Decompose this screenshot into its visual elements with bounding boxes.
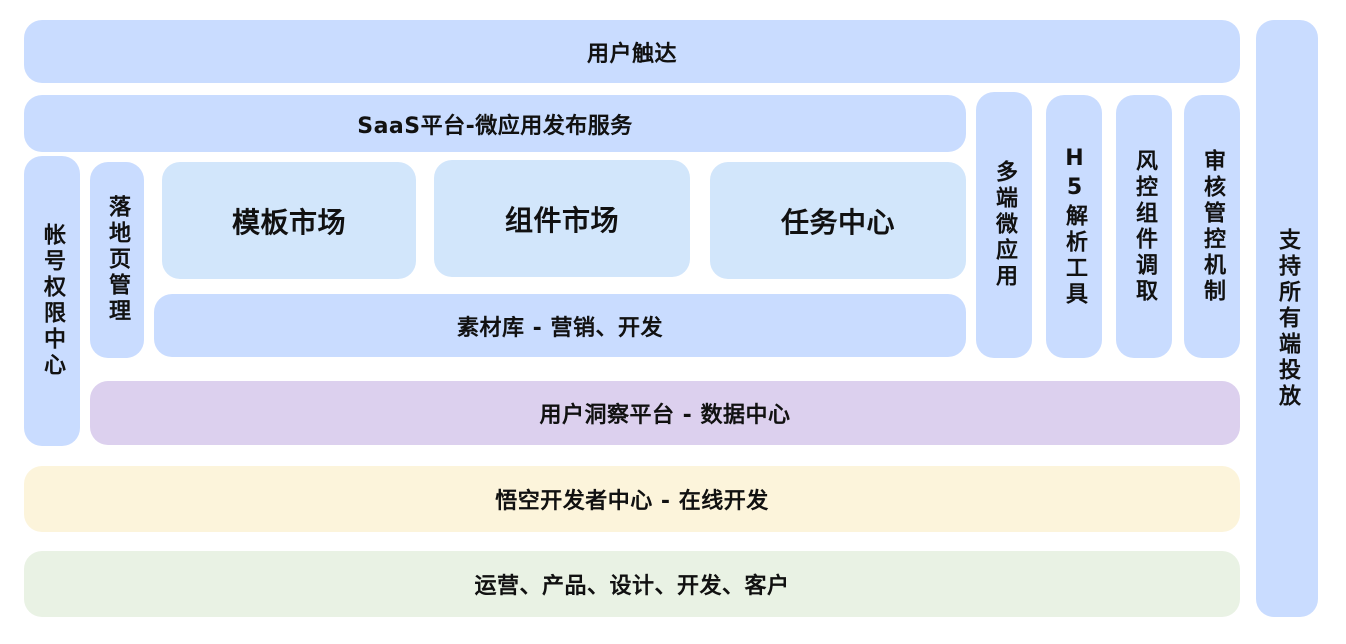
h5-parser-tool-label: H5解析工具: [1062, 145, 1087, 308]
saas-platform-label: SaaS平台-微应用发布服务: [357, 113, 633, 139]
audit-control-mechanism: 审核管控机制: [1184, 95, 1240, 358]
risk-control-label: 风控组件调取: [1132, 148, 1157, 305]
user-reach-layer: 用户触达: [24, 20, 1240, 83]
all-end-delivery: 支持所有端投放: [1256, 20, 1318, 617]
material-library-label: 素材库 - 营销、开发: [457, 315, 663, 341]
landing-page-label: 落地页管理: [105, 195, 130, 325]
multi-end-micro-app: 多端微应用: [976, 92, 1032, 358]
task-center: 任务中心: [710, 162, 966, 279]
roles-layer: 运营、产品、设计、开发、客户: [24, 551, 1240, 617]
developer-center-label: 悟空开发者中心 - 在线开发: [495, 489, 769, 514]
multi-end-micro-app-label: 多端微应用: [992, 160, 1017, 290]
template-market: 模板市场: [162, 162, 416, 279]
account-permission-label: 帐号权限中心: [40, 223, 65, 379]
all-end-delivery-label: 支持所有端投放: [1275, 227, 1300, 410]
landing-page-management: 落地页管理: [90, 162, 144, 358]
component-market: 组件市场: [434, 160, 690, 277]
account-permission-center: 帐号权限中心: [24, 156, 80, 446]
risk-control-component: 风控组件调取: [1116, 95, 1172, 358]
template-market-label: 模板市场: [231, 205, 346, 239]
developer-center: 悟空开发者中心 - 在线开发: [24, 466, 1240, 532]
roles-label: 运营、产品、设计、开发、客户: [474, 574, 790, 599]
user-insight-platform: 用户洞察平台 - 数据中心: [90, 381, 1240, 445]
material-library: 素材库 - 营销、开发: [154, 294, 966, 357]
audit-control-label: 审核管控机制: [1200, 148, 1225, 305]
saas-platform-layer: SaaS平台-微应用发布服务: [24, 95, 966, 152]
h5-parser-tool: H5解析工具: [1046, 95, 1102, 358]
component-market-label: 组件市场: [504, 203, 619, 237]
user-reach-label: 用户触达: [586, 41, 677, 67]
task-center-label: 任务中心: [780, 205, 895, 239]
user-insight-platform-label: 用户洞察平台 - 数据中心: [539, 403, 791, 428]
